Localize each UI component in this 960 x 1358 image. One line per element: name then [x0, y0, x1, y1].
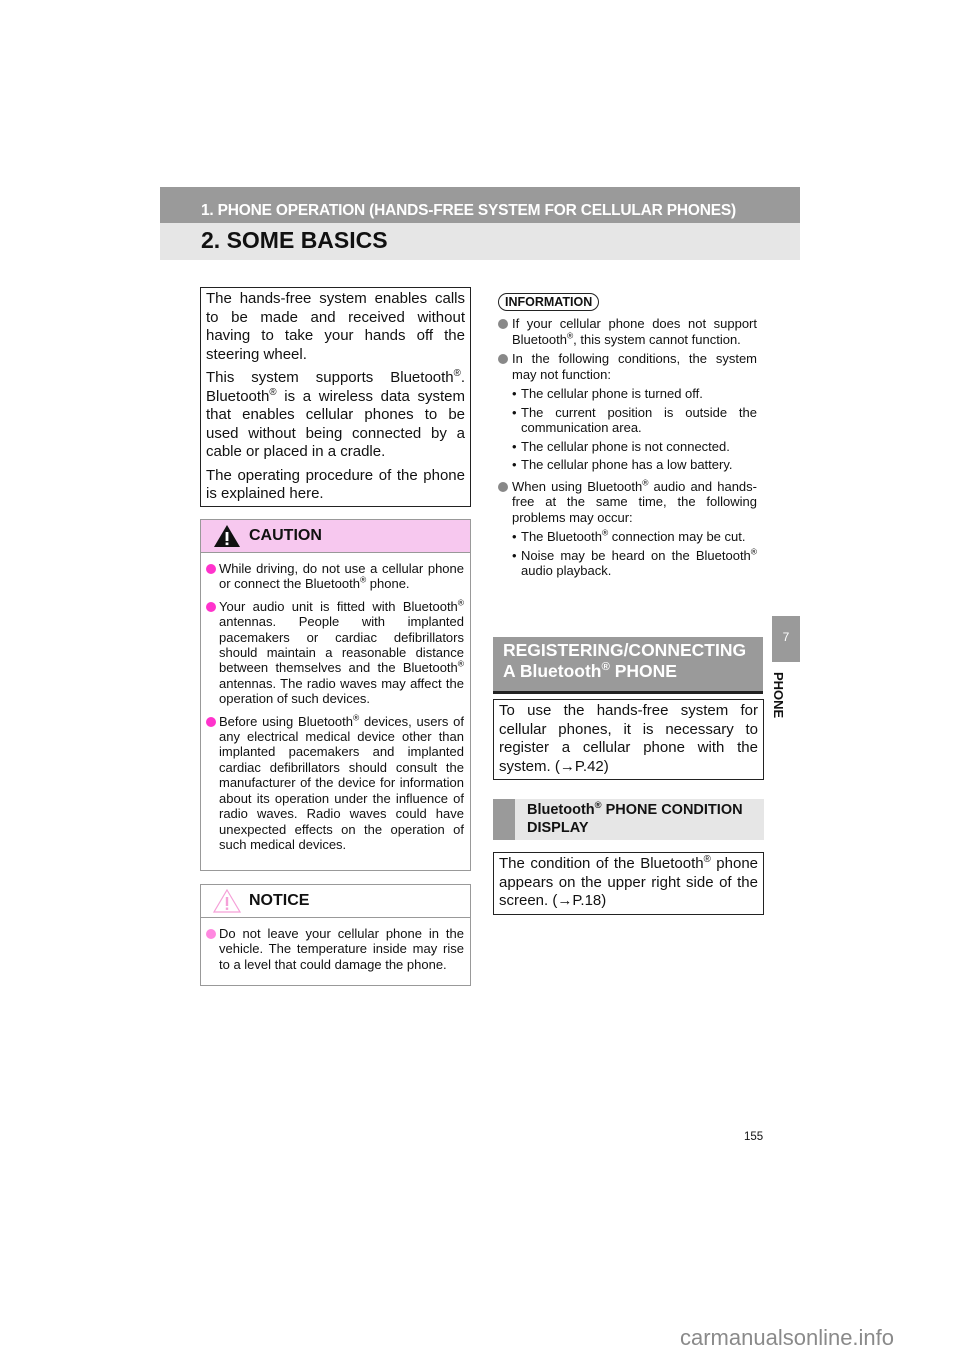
caution-box: CAUTION While driving, do not use a cell…	[200, 519, 471, 871]
info-subitem: The current position is outside the comm…	[498, 405, 757, 436]
info-subitem: The cellular phone has a low battery.	[498, 457, 757, 473]
notice-item: Do not leave your cellular phone in the …	[206, 926, 464, 972]
watermark: carmanualsonline.info	[680, 1325, 895, 1350]
warning-triangle-icon	[214, 525, 240, 547]
registering-box: To use the hands-free system for cellula…	[493, 699, 764, 780]
caution-item: Your audio unit is fitted with Bluetooth…	[206, 597, 464, 707]
notice-header: NOTICE	[201, 885, 470, 918]
chapter-tab-label: PHONE	[771, 672, 786, 719]
chapter-header: 1. PHONE OPERATION (HANDS-FREE SYSTEM FO…	[160, 187, 800, 223]
info-item: In the following conditions, the system …	[498, 351, 757, 382]
info-subitem: The cellular phone is turned off.	[498, 386, 757, 402]
information-list: If your cellular phone does not support …	[498, 316, 757, 582]
condition-heading: Bluetooth® PHONE CONDITION DISPLAY	[493, 799, 764, 840]
chapter-tab[interactable]: 7	[772, 616, 800, 662]
info-item: When using Bluetooth® audio and hands-fr…	[498, 478, 757, 526]
chapter-title: 1. PHONE OPERATION (HANDS-FREE SYSTEM FO…	[201, 202, 736, 219]
registering-heading: REGISTERING/CONNECTING A Bluetooth® PHON…	[493, 637, 763, 694]
caution-header: CAUTION	[201, 520, 470, 553]
heading-line: DISPLAY	[527, 820, 589, 836]
heading-line: A Bluetooth® PHONE	[503, 661, 677, 681]
information-badge: INFORMATION	[498, 293, 600, 311]
condition-text: The condition of the Bluetooth® phone ap…	[499, 854, 758, 909]
caution-title: CAUTION	[249, 527, 322, 544]
registering-text: To use the hands-free system for cellula…	[499, 702, 758, 775]
info-subitem: Noise may be heard on the Bluetooth® aud…	[498, 547, 757, 579]
info-subitem: The cellular phone is not connected.	[498, 439, 757, 455]
page-title: 2. SOME BASICS	[201, 227, 388, 253]
notice-title: NOTICE	[249, 892, 310, 909]
intro-paragraph: The operating procedure of the phone is …	[206, 466, 465, 503]
condition-box: The condition of the Bluetooth® phone ap…	[493, 852, 764, 915]
intro-paragraph: The hands-free system enables calls to b…	[206, 290, 465, 363]
intro-box: The hands-free system enables calls to b…	[200, 287, 471, 507]
page-number: 155	[744, 1131, 764, 1143]
caution-item: While driving, do not use a cellular pho…	[206, 561, 464, 592]
intro-paragraph: This system supports Bluetooth®. Bluetoo…	[206, 368, 465, 460]
notice-box: NOTICE Do not leave your cellular phone …	[200, 884, 471, 986]
heading-line: Bluetooth® PHONE CONDITION	[527, 799, 743, 818]
section-header: 2. SOME BASICS	[160, 223, 800, 260]
heading-line: REGISTERING/CONNECTING	[503, 640, 747, 660]
caution-item: Before using Bluetooth® devices, users o…	[206, 712, 464, 852]
info-subitem: The Bluetooth® connection may be cut.	[498, 528, 757, 545]
notice-triangle-icon	[213, 889, 241, 913]
info-item: If your cellular phone does not support …	[498, 316, 757, 347]
